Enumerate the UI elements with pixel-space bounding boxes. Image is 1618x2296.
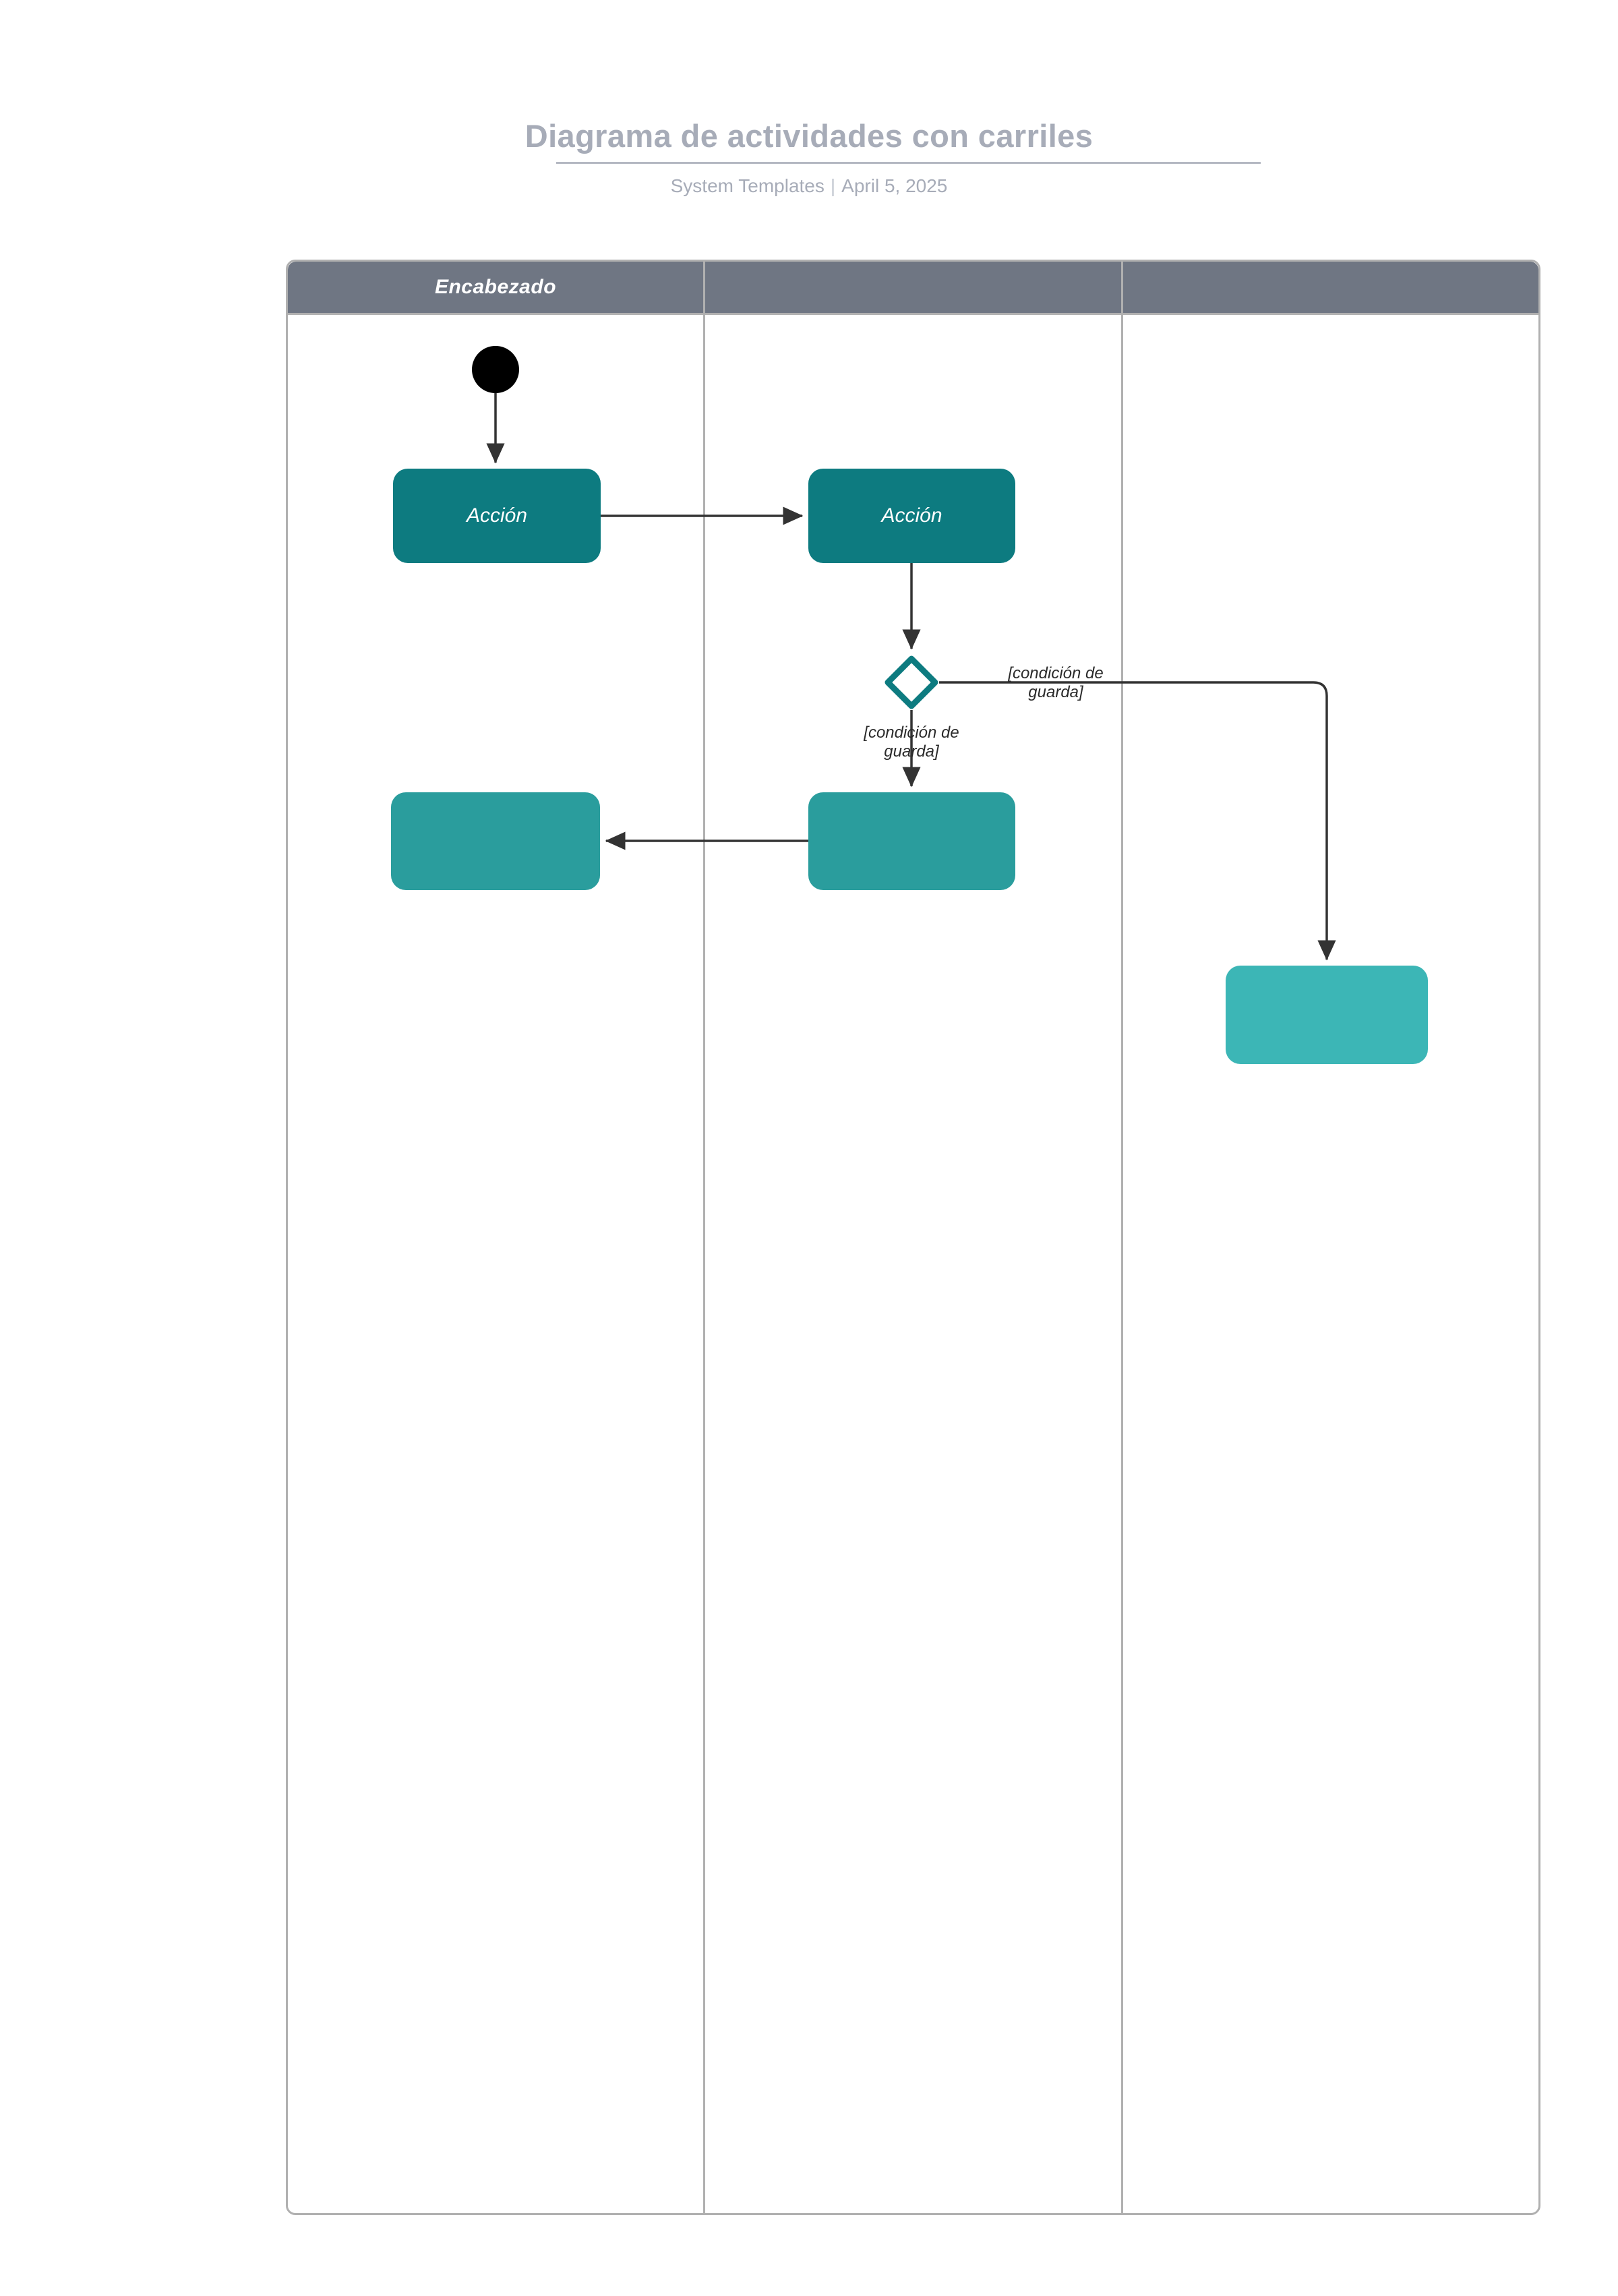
initial-node[interactable] [472, 346, 519, 393]
title-underline-rule [556, 162, 1261, 164]
swimlane-header-1[interactable] [705, 262, 1121, 313]
action-node-2[interactable]: Acción [808, 469, 1015, 563]
swimlane-header-2[interactable] [1123, 262, 1538, 313]
action-node-2-label: Acción [881, 504, 942, 527]
swimlane-divider-2 [1121, 262, 1123, 2213]
action-node-5[interactable] [1226, 966, 1428, 1064]
guard-label-right: [condición de guarda] [1008, 664, 1104, 701]
action-node-3[interactable] [391, 792, 600, 890]
document-header: Diagrama de actividades con carriles Sys… [0, 0, 1618, 223]
swimlane-divider-1 [703, 262, 705, 2213]
decision-node[interactable] [884, 655, 939, 710]
action-node-1[interactable]: Acción [393, 469, 601, 563]
page-title: Diagrama de actividades con carriles [525, 118, 1093, 154]
guard-label-down: [condición de guarda] [864, 724, 959, 761]
swimlane-container: Encabezado [286, 260, 1540, 2215]
swimlane-header-0[interactable]: Encabezado [288, 262, 703, 313]
subtitle-separator: | [830, 175, 836, 196]
swimlane-header-underline [288, 313, 1538, 315]
swimlane-header-band: Encabezado [288, 262, 1538, 313]
action-node-4[interactable] [808, 792, 1015, 890]
document-subtitle: System Templates|April 5, 2025 [0, 177, 1618, 196]
subtitle-date: April 5, 2025 [841, 175, 948, 196]
swimlane-header-label-0: Encabezado [434, 276, 557, 298]
subtitle-author: System Templates [670, 175, 825, 196]
action-node-1-label: Acción [466, 504, 528, 527]
